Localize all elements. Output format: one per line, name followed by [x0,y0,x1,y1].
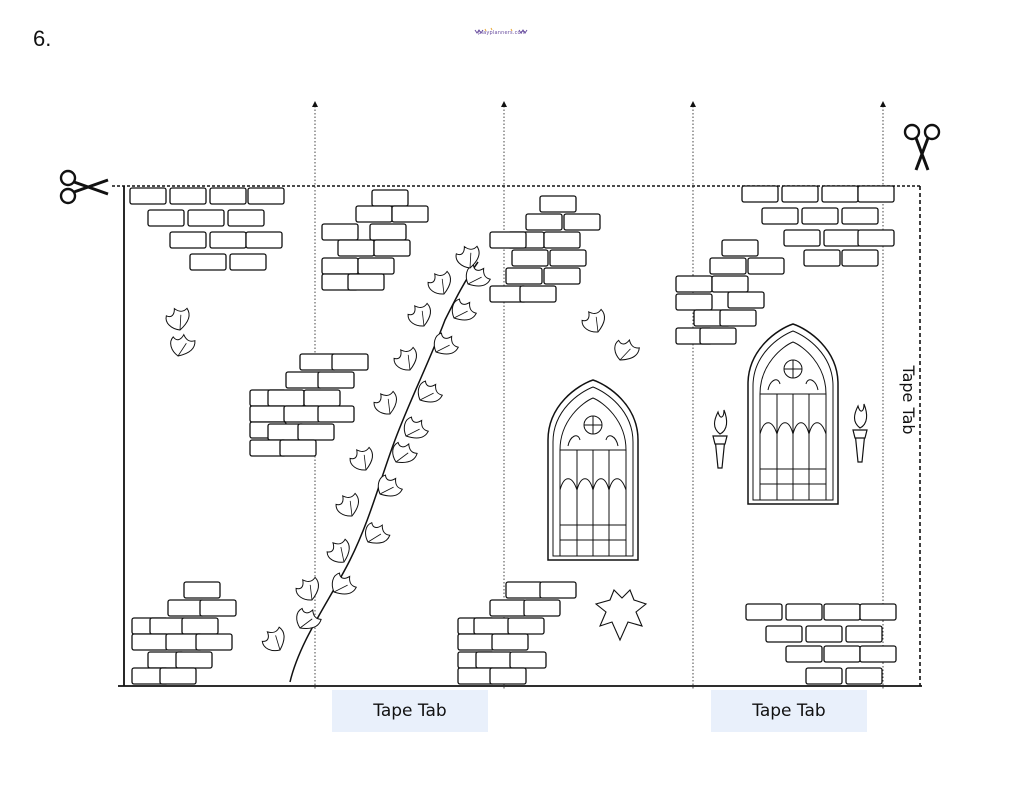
bricks-bottom-center [457,581,577,685]
site-logo: playplanners.com [471,26,533,40]
bricks-top-left [129,187,285,271]
tape-tab-side-right: Tape Tab [899,365,919,434]
tape-tab-label: Tape Tab [373,701,447,721]
logo-mark [474,27,528,34]
bricks-top-center [489,195,601,303]
gothic-window-left [547,379,639,561]
logo-text: playplanners.com [478,30,526,36]
tape-tab-bottom-left: Tape Tab [332,690,488,732]
bricks-bottom-left [131,581,237,685]
scissors-icon [59,169,109,205]
tape-tab-label: Tape Tab [752,701,826,721]
bricks-top-right [675,185,895,345]
torch-right [852,403,868,463]
leaf-decoration-left [162,303,197,359]
gothic-window-right [747,323,839,505]
scissors-icon [903,123,941,171]
ivy-vine [258,241,494,683]
bricks-top-second [321,189,429,291]
torch-left [712,409,728,469]
page-number: 6. [33,26,52,51]
fold-arrows [312,101,886,107]
bricks-mid-left [249,353,369,457]
leaf-decoration-center [578,305,642,366]
tape-tab-label: Tape Tab [899,365,919,435]
tape-tab-bottom-right: Tape Tab [711,690,867,732]
maple-leaf-decoration [594,589,648,642]
bricks-bottom-right [745,603,897,685]
